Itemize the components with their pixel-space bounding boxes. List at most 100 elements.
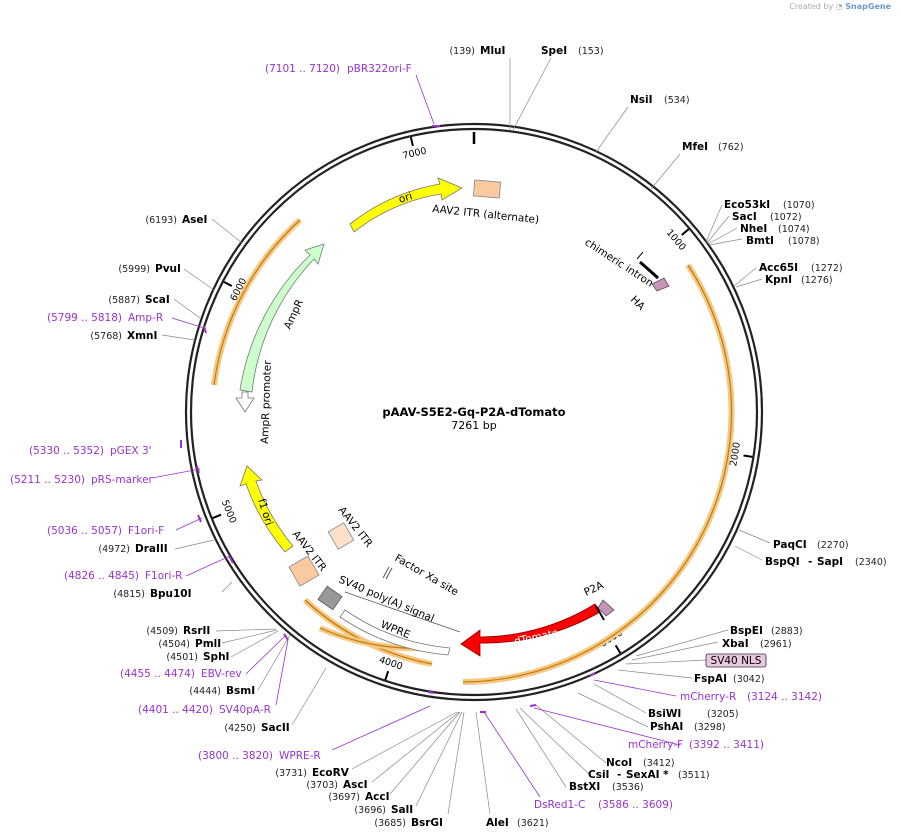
primer-mark-prs: [196, 465, 200, 474]
backbone-inner-ring: [189, 127, 759, 697]
enzyme-rsrii: RsrII: [183, 625, 210, 637]
plasmid-name: pAAV-S5E2-Gq-P2A-dTomato: [382, 405, 565, 419]
enzyme-pmli: PmlI: [195, 638, 221, 650]
primer-pbr322ori: pBR322ori-F: [347, 63, 412, 75]
primer-marks: [180, 125, 596, 713]
primer-ebv: EBV-rev: [201, 668, 242, 680]
leader-alei: [475, 711, 491, 815]
tick-mark-1000: [681, 228, 690, 236]
leader-sali: [415, 711, 463, 807]
primer-mark-ampr: [203, 325, 207, 334]
sv40-polya-box: [317, 585, 343, 611]
primer-range-mcherryf: (3392 .. 3411): [689, 739, 764, 751]
leader-bstxi: [515, 708, 567, 788]
enzyme-coord-bsmi: (4444): [189, 686, 221, 697]
enzyme-nhei: NheI: [740, 223, 767, 235]
enzyme-coord-draiii: (4972): [98, 544, 130, 555]
enzyme-mfei: MfeI: [682, 141, 708, 153]
enzyme-asei: AseI: [182, 214, 207, 226]
enzyme-coord-bspei: (2883): [771, 626, 803, 637]
leader-bsrgi: [447, 711, 465, 815]
leader-lines: [161, 57, 771, 815]
enzyme-coord-ecorv: (3731): [275, 768, 307, 779]
tick-mark-6000: [223, 280, 233, 287]
enzyme-coord-sali: (3696): [354, 805, 386, 816]
credit-prefix: Created by: [789, 2, 834, 11]
enzyme-coord-bsiwi: (3205): [707, 709, 739, 720]
enzyme-coord-bpu10i: (4815): [113, 589, 145, 600]
ampr-promoter-label: AmpR promoter: [259, 360, 274, 444]
leader-mfei: [650, 153, 681, 190]
primer-mark-mcherryf: [529, 704, 537, 707]
enzyme-bspqi: BspQI: [765, 556, 800, 568]
p2a-label: P2A: [582, 579, 606, 599]
leader-kpni: [735, 278, 763, 288]
chimeric-intron-cap: [636, 251, 644, 260]
enzyme-bsiwi: BsiWI: [648, 708, 681, 720]
tick-mark-3000: [614, 644, 622, 654]
tick-mark-5000: [212, 513, 222, 520]
orf-arc-left: [213, 219, 301, 386]
orf-arc-right-outer: [462, 263, 735, 685]
primer-leader-f1orir: [185, 555, 231, 577]
leader-csii: [519, 707, 591, 776]
enzyme-ecorv: EcoRV: [312, 767, 350, 779]
enzyme-coord-spei: (153): [578, 46, 604, 57]
leader-spei: [512, 57, 552, 131]
leader-bsiwi: [593, 683, 647, 714]
leader-scai: [173, 298, 201, 319]
enzyme-pshai: PshAI: [650, 721, 683, 733]
leader-asei: [211, 218, 243, 244]
primer-pgex: pGEX 3': [110, 445, 152, 457]
enzyme-draiii: DraIII: [135, 543, 168, 555]
enzyme-sacii: SacII: [261, 722, 290, 734]
orf-arcs: [211, 217, 735, 685]
ha-tag-box: [651, 277, 670, 292]
enzyme-coord-fspai: (3042): [733, 674, 765, 685]
backbone-outer-ring: [184, 122, 764, 702]
leader-bspei: [635, 629, 729, 657]
enzyme-bspei: BspEI: [730, 625, 763, 637]
primer-leader-dsred1: [483, 711, 541, 798]
enzyme-labels: (139) MluI SpeI (153) NsiI (534) MfeI (7…: [90, 45, 886, 829]
enzyme-scai: ScaI: [145, 294, 170, 306]
enzyme-saci: SacI: [732, 211, 757, 223]
leader-sv40nls: [625, 659, 707, 665]
primer-leader-ebv: [245, 635, 286, 675]
primer-f1orir: F1ori-R: [145, 570, 182, 582]
leader-xmni: [161, 334, 196, 341]
sv40-nls-box: [705, 653, 767, 668]
primer-range-pbr322ori: (7101 .. 7120): [265, 63, 340, 75]
primer-range-mcherryr: (3124 .. 3142): [747, 691, 822, 703]
leader-xbai: [631, 641, 719, 661]
enzyme-paqci: PaqCI: [773, 539, 807, 551]
enzyme-coord-asei: (6193): [145, 215, 177, 226]
enzyme-coord-scai: (5887): [108, 295, 140, 306]
leader-bspqi: [734, 545, 763, 561]
enzyme-xmni: XmnI: [127, 330, 157, 342]
enzyme-acc65i: Acc65I: [759, 262, 798, 274]
primer-f1orif: F1ori-F: [128, 525, 164, 537]
leader-sphi: [230, 630, 279, 658]
chimeric-intron-label: chimeric intron: [582, 236, 655, 289]
leader-pshai: [577, 692, 649, 728]
enzyme-coord-bspqi: (2340): [855, 557, 887, 568]
enzyme-coord-mlui: (139): [449, 46, 475, 57]
leader-pmli: [221, 629, 278, 644]
aav2-itr-alternate-label: AAV2 ITR (alternate): [432, 203, 540, 226]
credit-brand: SnapGene: [845, 2, 891, 11]
factor-xa-mark-a: [382, 566, 390, 579]
enzyme-coord-saci: (1072): [770, 212, 802, 223]
enzyme-coord-pmli: (4504): [158, 639, 190, 650]
orf-arc-right: [462, 264, 733, 683]
enzyme-coord-eco53ki: (1070): [783, 200, 815, 211]
enzyme-acci: AccI: [365, 791, 389, 803]
enzyme-coord-nsii: (534): [664, 95, 690, 106]
enzyme-coord-pshai: (3298): [694, 722, 726, 733]
leader-bmti: [708, 238, 743, 246]
primer-labels: (7101 .. 7120) pBR322ori-F (5799 .. 5818…: [10, 63, 822, 811]
leader-ncoi: [535, 704, 607, 764]
aav2-itr-alternate-box: [472, 179, 502, 199]
leader-draiii: [174, 539, 215, 550]
